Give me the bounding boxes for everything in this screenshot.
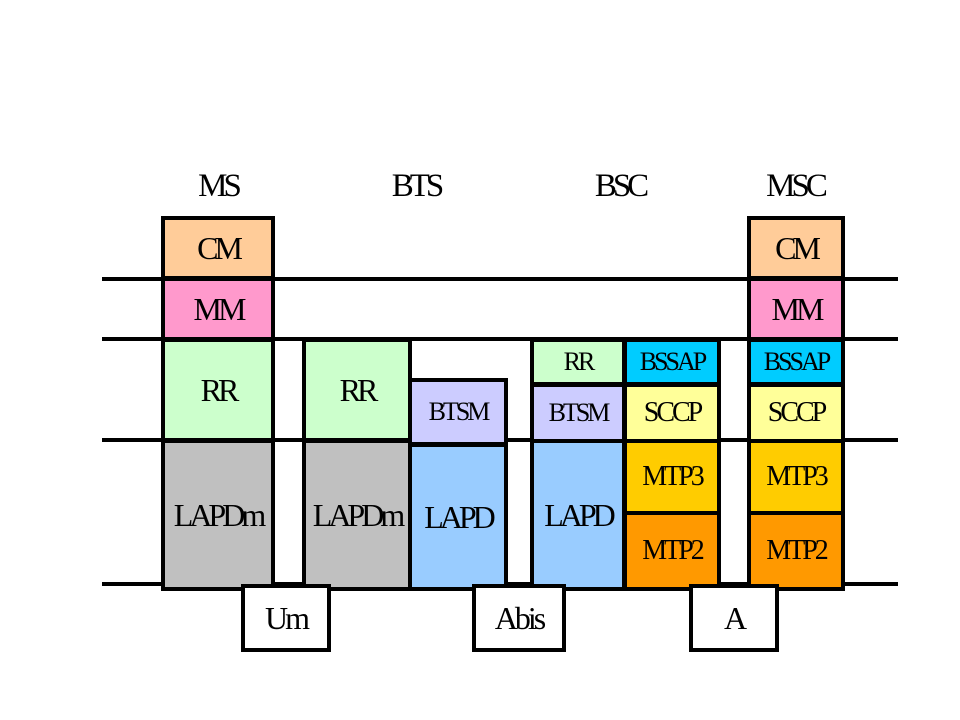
bsc-rr-layer: RR [530,338,626,386]
msc-mtp2-layer: MTP2 [747,511,845,591]
msc-sccp-layer: SCCP [747,383,845,443]
bts-lapd-layer: LAPD [408,443,508,591]
column-title-bts: BTS [391,168,445,204]
bsc-btsm-layer: BTSM [530,383,626,443]
msc-mtp3-layer: MTP3 [747,439,845,515]
bts-btsm-layer: BTSM [408,378,508,446]
interface-um-label: Um [241,584,331,652]
interface-a-label: A [689,584,779,652]
interface-abis-label: Abis [472,584,566,652]
ms-rr-layer: RR [161,338,275,442]
layer-separator-line [102,277,898,281]
msc-mm-layer: MM [747,277,845,341]
ms-lapdm-layer: LAPDm [161,439,275,591]
bts-lapdm-layer: LAPDm [302,439,412,591]
ms-cm-layer: CM [161,216,275,280]
bsc-mtp2-layer: MTP2 [623,511,721,591]
msc-bssap-layer: BSSAP [747,338,845,386]
column-title-msc: MSC [766,168,828,204]
column-title-ms: MS [198,168,242,204]
bsc-mtp3-layer: MTP3 [623,439,721,515]
bsc-sccp-layer: SCCP [623,383,721,443]
layer-separator-line [102,337,898,341]
bsc-bssap-layer: BSSAP [623,338,721,386]
msc-cm-layer: CM [747,216,845,280]
column-title-bsc: BSC [594,168,649,204]
ms-mm-layer: MM [161,277,275,341]
bts-rr-layer: RR [302,338,412,442]
bsc-lapd-layer: LAPD [530,439,626,591]
